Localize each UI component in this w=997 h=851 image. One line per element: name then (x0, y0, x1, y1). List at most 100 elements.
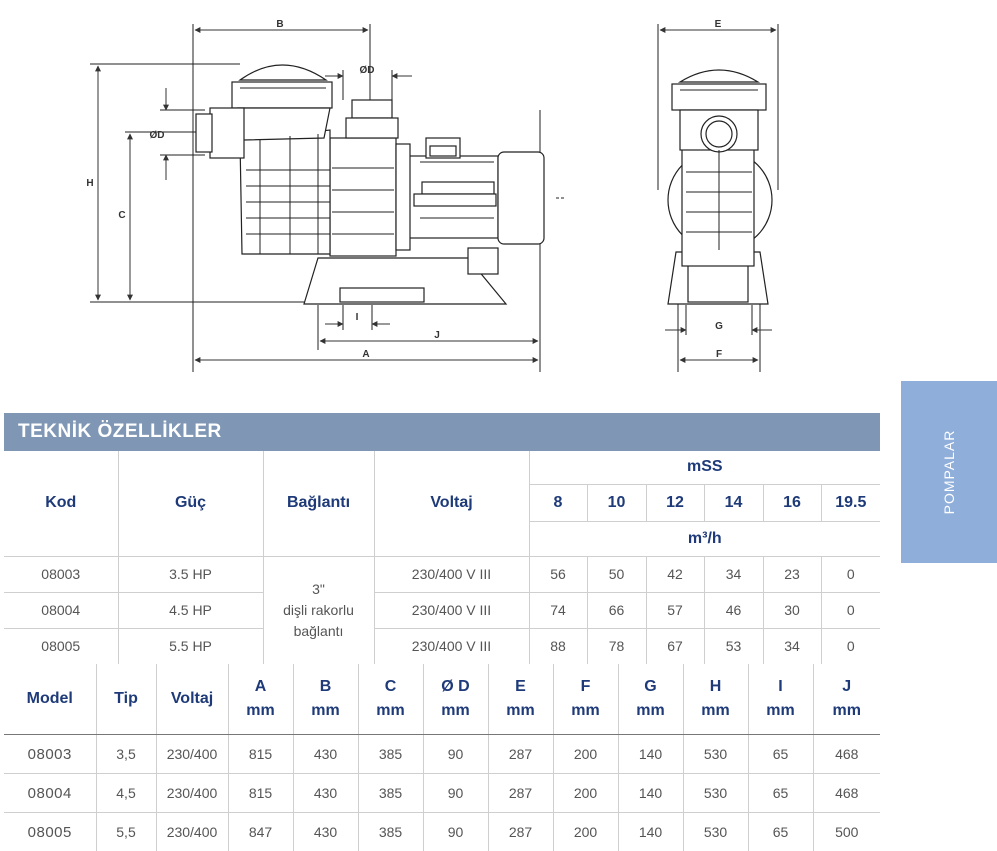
flow-cell: 57 (646, 592, 704, 628)
model-cell: 08004 (4, 774, 96, 813)
dim-cell: 90 (423, 774, 488, 813)
dim-cell: 500 (813, 813, 880, 851)
head-value: 14 (704, 484, 763, 521)
dim-cell: 140 (618, 774, 683, 813)
dim-label-d-left: ØD (150, 130, 165, 141)
connection-cell: 3" dişli rakorlu bağlantı (263, 556, 374, 664)
header-label: J (814, 675, 881, 699)
model-cell: 08003 (4, 735, 96, 774)
table-row: 08005 5.5 HP 230/400 V III 88 78 67 53 3… (4, 628, 880, 664)
header-label: B (294, 675, 358, 699)
header-flow-unit: m³/h (529, 521, 880, 556)
header-label: A (229, 675, 293, 699)
dim-cell: 385 (358, 774, 423, 813)
dim-cell: 815 (228, 735, 293, 774)
head-value: 12 (646, 484, 704, 521)
table-row: 08004 4,5 230/400 815 430 385 90 287 200… (4, 774, 880, 813)
dim-cell: 287 (488, 774, 553, 813)
dim-label-e: E (715, 19, 722, 30)
flow-cell: 0 (821, 556, 880, 592)
header-label: Tip (97, 687, 156, 711)
technical-drawing: B ØD ØD H C I J A E G F (0, 0, 997, 385)
header-unit: mm (424, 699, 488, 723)
pump-drawing-svg: B ØD ØD H C I J A E G F (0, 0, 997, 385)
voltaj-cell: 230/400 V III (374, 556, 529, 592)
guc-cell: 5.5 HP (118, 628, 263, 664)
dim-label-a: A (362, 349, 369, 360)
dim-cell: 65 (748, 774, 813, 813)
dim-cell: 200 (553, 774, 618, 813)
flow-cell: 78 (587, 628, 646, 664)
header-unit: mm (619, 699, 683, 723)
flow-cell: 0 (821, 628, 880, 664)
header-kod: Kod (4, 451, 118, 556)
dim-cell: 90 (423, 813, 488, 851)
voltaj-cell: 230/400 (156, 774, 228, 813)
dim-cell: 385 (358, 813, 423, 851)
flow-cell: 74 (529, 592, 587, 628)
header-unit: mm (359, 699, 423, 723)
header-label: C (359, 675, 423, 699)
dim-label-g: G (715, 321, 723, 332)
head-value: 19.5 (821, 484, 880, 521)
guc-cell: 4.5 HP (118, 592, 263, 628)
header-unit: mm (684, 699, 748, 723)
dim-cell: 287 (488, 813, 553, 851)
tip-cell: 3,5 (96, 735, 156, 774)
voltaj-cell: 230/400 V III (374, 628, 529, 664)
tip-cell: 5,5 (96, 813, 156, 851)
dim-cell: 530 (683, 774, 748, 813)
flow-cell: 30 (763, 592, 821, 628)
dim-header-tip: Tip (96, 664, 156, 735)
dim-cell: 90 (423, 735, 488, 774)
pump-front-view (668, 70, 772, 304)
model-cell: 08005 (4, 813, 96, 851)
dim-label-b: B (276, 19, 283, 30)
dim-cell: 200 (553, 813, 618, 851)
header-unit: mm (814, 699, 881, 723)
flow-cell: 67 (646, 628, 704, 664)
voltaj-cell: 230/400 (156, 813, 228, 851)
dim-cell: 530 (683, 735, 748, 774)
dim-label-j: J (434, 330, 440, 341)
flow-cell: 34 (763, 628, 821, 664)
head-value: 16 (763, 484, 821, 521)
dim-header-model: Model (4, 664, 96, 735)
guc-cell: 3.5 HP (118, 556, 263, 592)
flow-cell: 56 (529, 556, 587, 592)
flow-cell: 42 (646, 556, 704, 592)
flow-cell: 50 (587, 556, 646, 592)
dim-cell: 468 (813, 735, 880, 774)
flow-cell: 46 (704, 592, 763, 628)
pump-side-view (196, 65, 544, 304)
flow-cell: 88 (529, 628, 587, 664)
table-row: 08005 5,5 230/400 847 430 385 90 287 200… (4, 813, 880, 851)
dim-cell: 385 (358, 735, 423, 774)
header-voltaj: Voltaj (374, 451, 529, 556)
header-label: Voltaj (157, 687, 228, 711)
side-tab: POMPALAR (901, 381, 997, 563)
table-row: 08003 3.5 HP 3" dişli rakorlu bağlantı 2… (4, 556, 880, 592)
table-row: 08003 3,5 230/400 815 430 385 90 287 200… (4, 735, 880, 774)
dim-label-d-top: ØD (360, 65, 375, 76)
connection-line: bağlantı (264, 621, 374, 642)
dim-label-f: F (716, 349, 722, 360)
kod-cell: 08004 (4, 592, 118, 628)
header-unit: mm (749, 699, 813, 723)
flow-cell: 0 (821, 592, 880, 628)
header-mss: mSS (529, 451, 880, 484)
header-label: Model (4, 687, 96, 711)
header-unit: mm (294, 699, 358, 723)
dim-cell: 65 (748, 813, 813, 851)
kod-cell: 08003 (4, 556, 118, 592)
header-baglanti: Bağlantı (263, 451, 374, 556)
dim-cell: 815 (228, 774, 293, 813)
dim-label-c: C (118, 210, 125, 221)
header-label: Ø D (424, 675, 488, 699)
dim-cell: 430 (293, 735, 358, 774)
header-label: I (749, 675, 813, 699)
